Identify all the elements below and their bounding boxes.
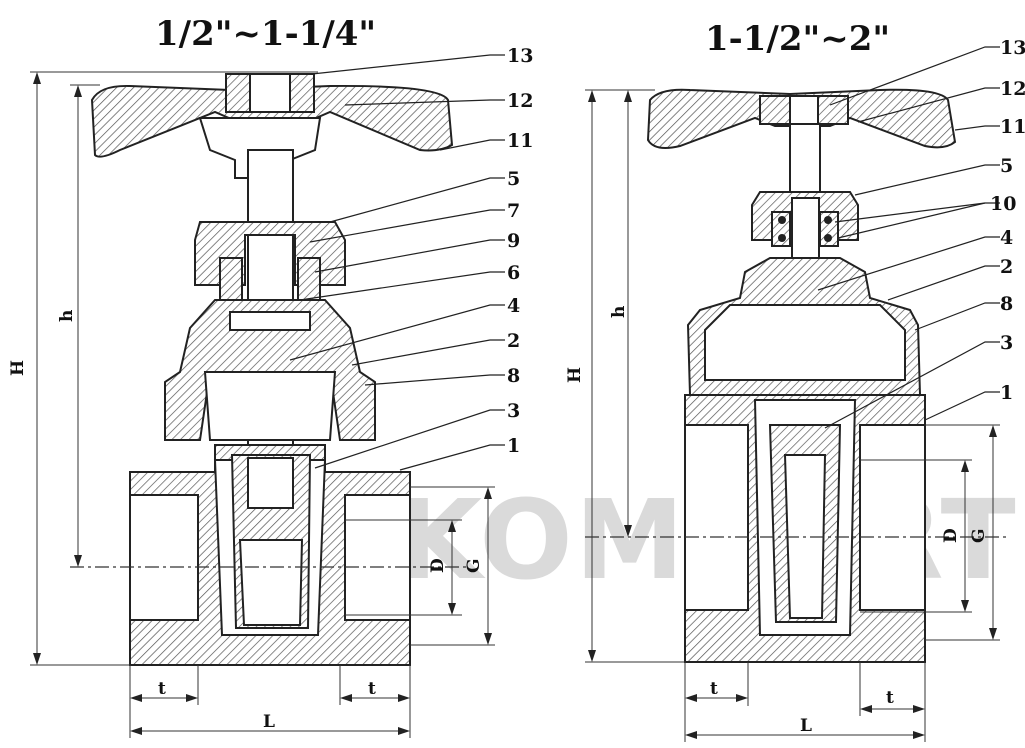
right-D-label: D [941,528,961,543]
right-callout-1: 1 [1000,382,1013,404]
left-callout-7: 7 [507,200,520,222]
right-callout-12: 12 [1000,78,1025,100]
left-D-label: D [428,558,448,573]
right-t2-label: t [886,688,894,708]
right-callout-13: 13 [1000,37,1025,59]
left-dimensions: H h D G t t L [8,71,495,738]
left-h-label: h [57,310,77,322]
left-bonnet [164,299,376,441]
left-port-a [129,494,199,621]
right-H-label: H [565,367,585,383]
right-callouts: 13 12 11 5 10 4 2 8 3 1 [990,37,1025,404]
right-callout-8: 8 [1000,293,1013,315]
left-L-label: L [263,712,275,732]
right-t1-label: t [710,679,718,699]
right-callout-10: 10 [990,193,1016,215]
right-leaders [817,46,1000,429]
right-h-label: h [609,306,629,318]
left-callouts: 13 12 11 5 7 9 6 4 2 8 3 1 [507,45,533,457]
left-port-b [344,494,411,621]
right-valve [646,88,957,663]
left-nut-b [289,73,315,113]
left-leaders [289,54,505,471]
left-callout-5: 5 [507,168,520,190]
right-dimensions: H h D G t t L [565,89,1000,742]
left-bonnet-cavity [203,371,337,441]
left-stem-collar [229,311,311,331]
right-callout-3: 3 [1000,332,1013,354]
right-port-b [859,424,926,611]
left-callout-3: 3 [507,400,520,422]
right-G-label: G [969,528,989,543]
left-callout-11: 11 [507,130,533,152]
left-callout-9: 9 [507,230,520,252]
right-callout-4: 4 [1000,227,1013,249]
right-callout-5: 5 [1000,155,1013,177]
left-nut-a [225,73,251,113]
left-title: 1/2"~1-1/4" [155,14,376,54]
left-callout-4: 4 [507,295,520,317]
left-callout-6: 6 [507,262,520,284]
left-callout-8: 8 [507,365,520,387]
left-packing-a [219,257,243,303]
left-packing-b [297,257,321,303]
left-callout-13: 13 [507,45,533,67]
left-callout-1: 1 [507,435,520,457]
left-H-label: H [8,360,28,376]
left-wedge-face [238,539,304,626]
right-nut-a [759,95,791,125]
left-stem-top [249,73,291,113]
right-L-label: L [800,716,812,736]
left-valve [90,73,454,666]
left-callout-12: 12 [507,90,533,112]
left-callout-2: 2 [507,330,520,352]
right-callout-2: 2 [1000,256,1013,278]
right-stem-top [789,95,819,125]
left-t1-label: t [158,679,166,699]
left-t2-label: t [368,679,376,699]
right-callout-11: 11 [1000,116,1025,138]
right-port-a [684,424,749,611]
left-wedge-slot [247,457,294,509]
right-stem-upper [789,123,821,199]
left-G-label: G [464,558,484,573]
right-bonnet-cavity [704,304,906,381]
right-title: 1-1/2"~2" [705,19,890,59]
